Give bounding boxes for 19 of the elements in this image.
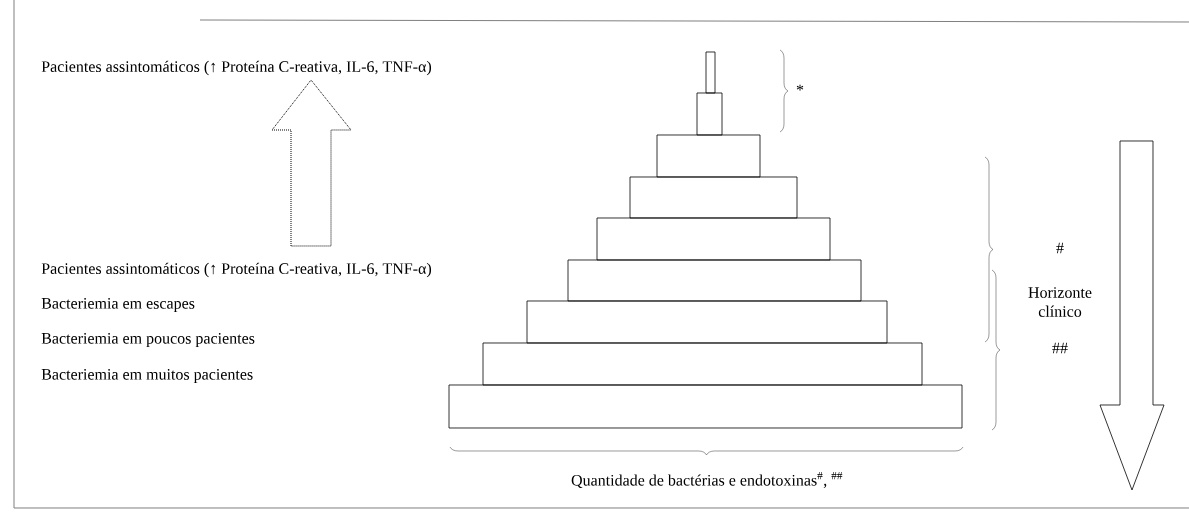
pyramid-bar xyxy=(629,176,798,219)
label-text: Bacteriemia em muitos pacientes xyxy=(41,369,253,383)
pyramid-bar xyxy=(705,51,716,94)
label-text: # xyxy=(1056,242,1064,254)
pyramid-bar xyxy=(482,342,923,386)
label-text: ## xyxy=(1052,342,1068,354)
pyramid-bar xyxy=(567,259,862,302)
pyramid-bar xyxy=(656,134,761,178)
label-text: Bacteriemia em escapes xyxy=(41,298,195,312)
pyramid-bar xyxy=(696,92,723,136)
pyramid-bar xyxy=(448,384,963,429)
label-text: Horizonte clínico xyxy=(1028,287,1092,317)
pyramid-bar xyxy=(596,217,831,261)
label-text: Pacientes assintomáticos (↑ Proteína C-reativa, IL-6, TNF-α) xyxy=(41,60,432,76)
label-text: Pacientes assintomáticos (↑ Proteína C-reativa, IL-6, TNF-α) xyxy=(41,262,432,278)
label-text: Bacteriemia em poucos pacientes xyxy=(41,333,255,347)
label-text: * xyxy=(796,84,804,91)
pyramid-bar xyxy=(526,300,888,344)
label-text: Quantidade de bactérias e endotoxinas$^{#}$, $^{##}$ xyxy=(571,471,843,489)
